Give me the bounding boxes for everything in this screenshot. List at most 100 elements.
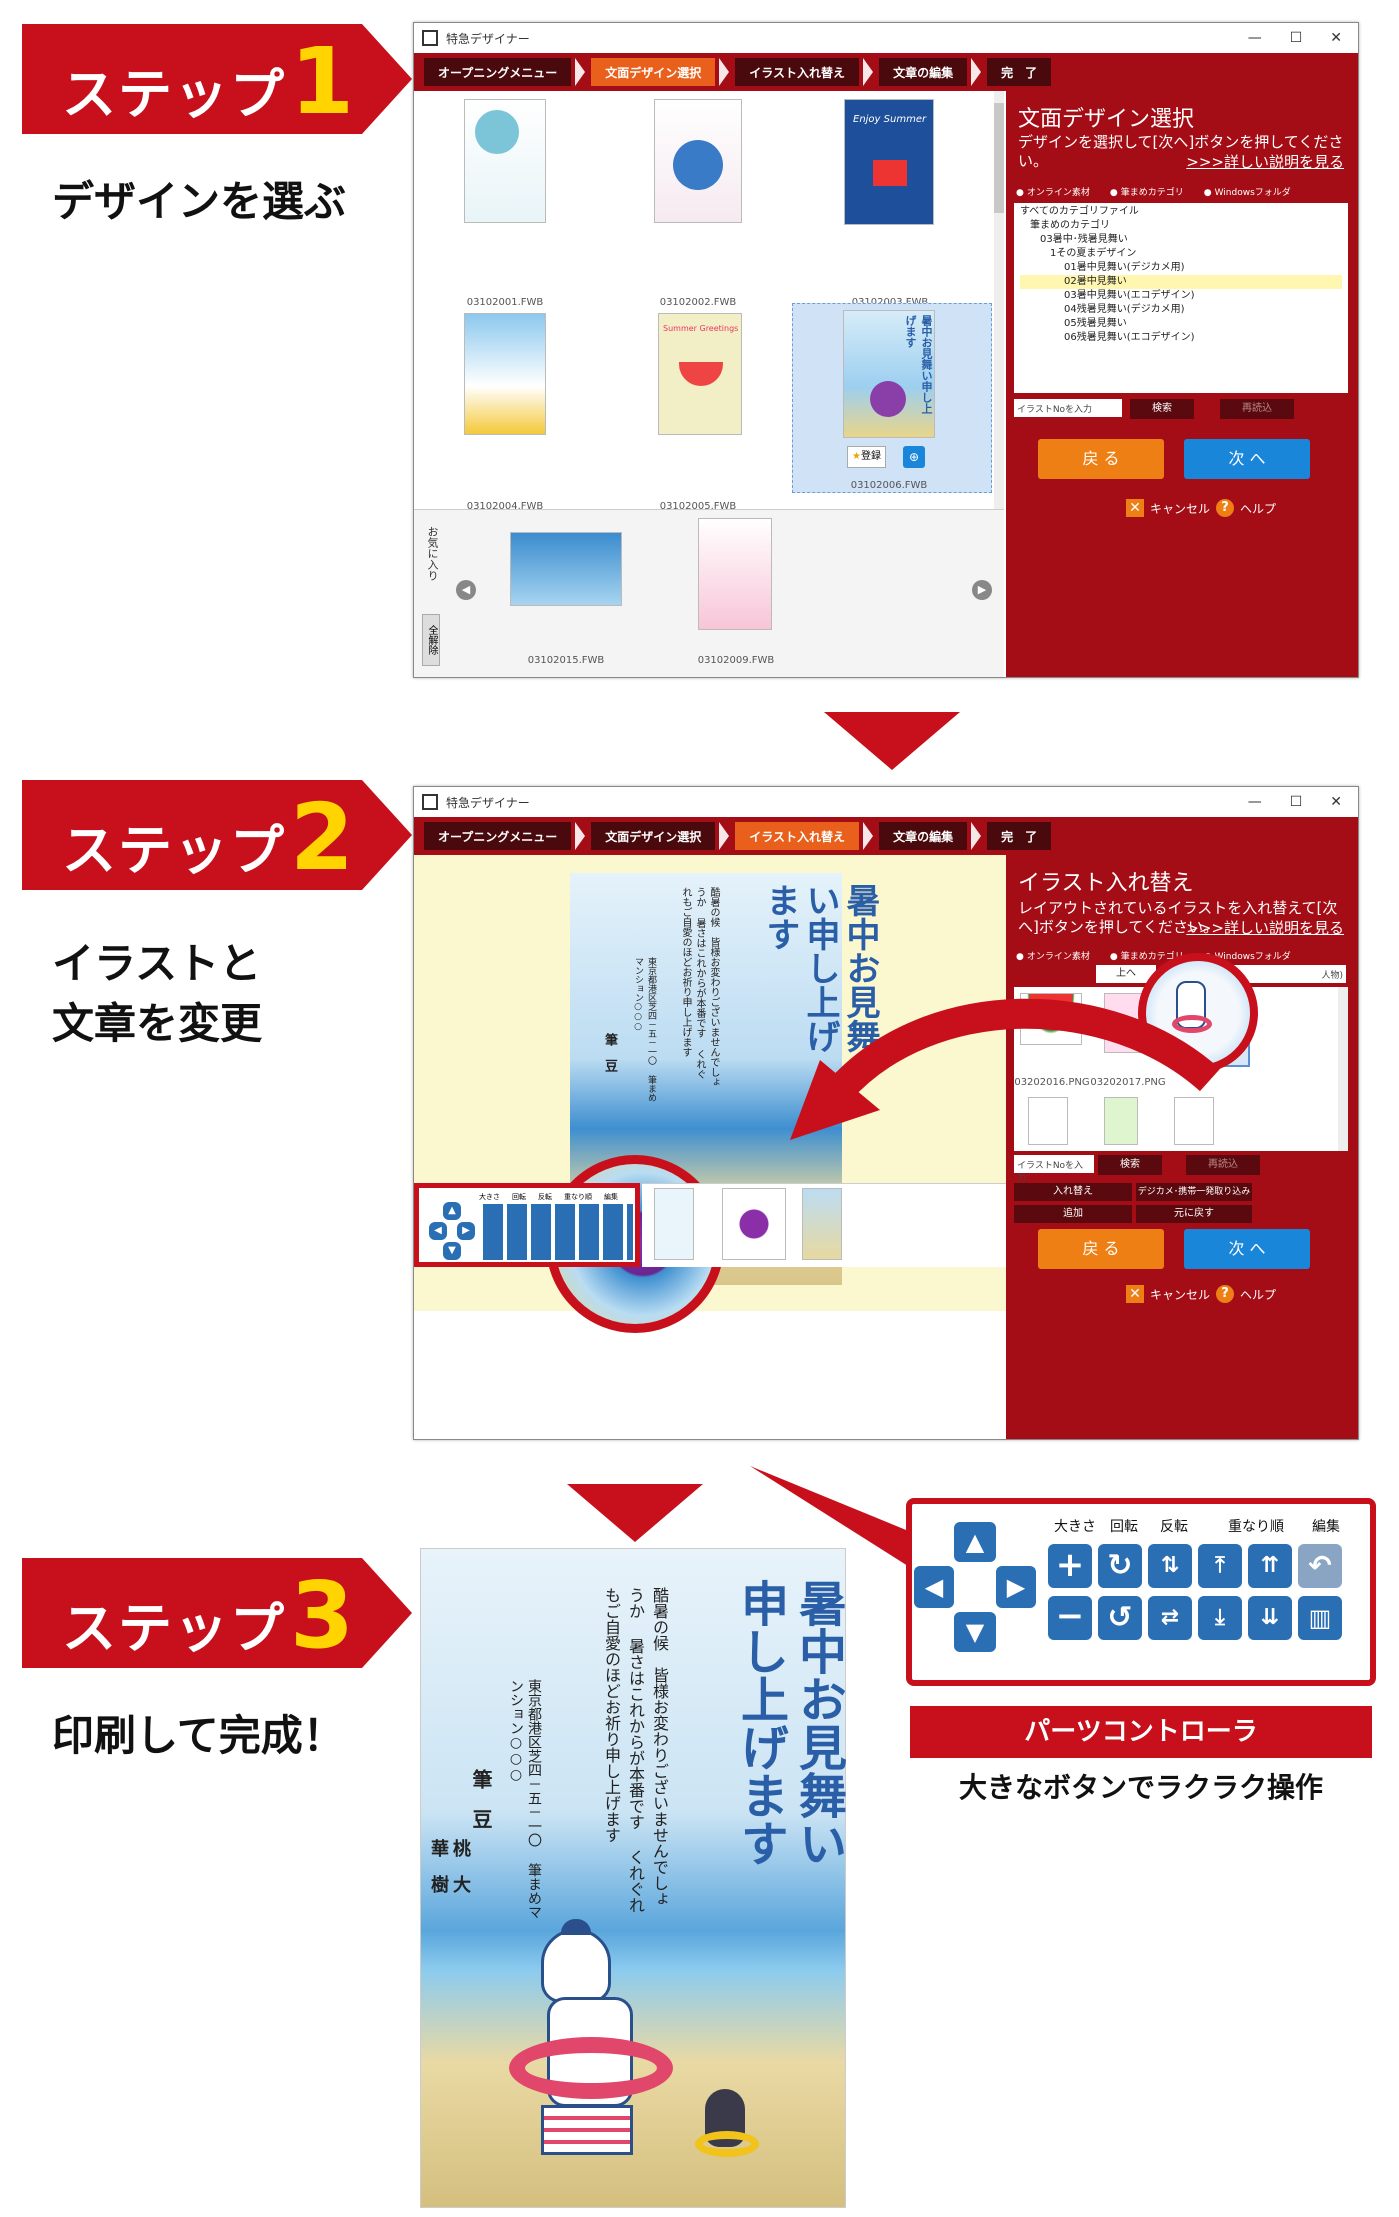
selected-design[interactable]: 暑中お見舞い申し上げます ★登録 ⊕ 03102006.FWB	[792, 303, 992, 493]
restore-button[interactable]: 元に戻す	[1136, 1205, 1252, 1223]
illust-thumb[interactable]	[1104, 1097, 1138, 1145]
shrink-icon[interactable]: −	[1048, 1596, 1092, 1640]
mini-ctrl-buttons[interactable]	[483, 1204, 633, 1260]
step-tab-opening[interactable]: オープニングメニュー	[424, 822, 586, 850]
send-backward-icon[interactable]: ⤓	[1198, 1596, 1242, 1640]
clear-all-button[interactable]: 全解除	[422, 614, 440, 666]
radio-online[interactable]: オンライン素材	[1016, 185, 1090, 198]
cancel-icon[interactable]: ✕	[1126, 1285, 1144, 1303]
zoom-icon[interactable]: ⊕	[903, 446, 925, 468]
design-thumb[interactable]	[464, 99, 546, 223]
reload-button[interactable]: 再読込	[1220, 399, 1294, 419]
next-arrow-icon[interactable]: ▶	[972, 580, 992, 600]
layer-thumb[interactable]	[802, 1188, 842, 1260]
camera-import-button[interactable]: デジカメ･携帯一発取り込み	[1136, 1183, 1252, 1201]
right-arrow-icon[interactable]: ▶	[996, 1566, 1036, 1608]
design-thumb[interactable]	[654, 99, 742, 223]
rotate-ccw-icon[interactable]: ↺	[1098, 1596, 1142, 1640]
step-tab-finish[interactable]: 完 了	[987, 58, 1052, 86]
tree-item[interactable]: 01暑中見舞い(デジカメ用)	[1064, 262, 1185, 273]
trash-icon[interactable]: ▥	[1298, 1596, 1342, 1640]
close-button[interactable]: ✕	[1330, 794, 1342, 810]
add-button[interactable]: 追加	[1014, 1205, 1132, 1223]
illust-scrollbar[interactable]	[1338, 987, 1348, 1151]
tree-item[interactable]: 1その夏まデザイン	[1050, 248, 1137, 259]
help-label[interactable]: ヘルプ	[1240, 1287, 1277, 1302]
card-name[interactable]: 筆 豆	[602, 1033, 617, 1072]
card-address[interactable]: 東京都港区芝四－五－一〇 筆まめマンション○○○	[633, 957, 656, 1102]
flip-horizontal-icon[interactable]: ⇄	[1148, 1596, 1192, 1640]
enlarge-icon[interactable]: +	[1048, 1544, 1092, 1588]
down-arrow-icon[interactable]: ▼	[954, 1612, 996, 1652]
tree-item[interactable]: 05残暑見舞い	[1064, 318, 1127, 329]
maximize-button[interactable]: ☐	[1289, 30, 1303, 46]
search-button[interactable]: 検索	[1130, 399, 1194, 419]
layer-thumb[interactable]	[722, 1188, 786, 1260]
help-icon[interactable]: ?	[1216, 499, 1235, 517]
left-arrow-icon[interactable]: ◀	[914, 1566, 954, 1608]
down-arrow-icon[interactable]: ▼	[443, 1242, 461, 1260]
rotate-cw-icon[interactable]: ↻	[1098, 1544, 1142, 1588]
left-arrow-icon[interactable]: ◀	[429, 1222, 447, 1240]
minimize-button[interactable]: —	[1247, 794, 1262, 810]
step-tab-text[interactable]: 文章の編集	[879, 58, 982, 86]
bring-front-icon[interactable]: ⇈	[1248, 1544, 1292, 1588]
flip-vertical-icon[interactable]: ⇅	[1148, 1544, 1192, 1588]
step-tab-illust[interactable]: イラスト入れ替え	[735, 822, 873, 850]
tree-item[interactable]: 03暑中見舞い(エコデザイン)	[1064, 290, 1195, 301]
cancel-label[interactable]: キャンセル	[1150, 501, 1211, 516]
right-arrow-icon[interactable]: ▶	[457, 1222, 475, 1240]
next-button[interactable]: 次 へ	[1184, 439, 1310, 479]
step-tab-finish[interactable]: 完 了	[987, 822, 1052, 850]
radio-windows[interactable]: Windowsフォルダ	[1204, 185, 1291, 198]
up-arrow-icon[interactable]: ▲	[954, 1522, 996, 1562]
illust-thumb[interactable]	[1174, 1097, 1214, 1145]
tree-item[interactable]: すべてのカテゴリファイル	[1020, 206, 1139, 217]
tree-item[interactable]: 筆まめのカテゴリ	[1030, 220, 1110, 231]
details-link[interactable]: >>>詳しい説明を見る	[1186, 919, 1344, 937]
help-label[interactable]: ヘルプ	[1240, 501, 1277, 516]
replace-button[interactable]: 入れ替え	[1014, 1183, 1132, 1201]
tree-item[interactable]: 03暑中･残暑見舞い	[1040, 234, 1128, 245]
next-button[interactable]: 次 へ	[1184, 1229, 1310, 1269]
favorite-thumb[interactable]	[510, 532, 622, 606]
prev-arrow-icon[interactable]: ◀	[456, 580, 476, 600]
step-tab-design[interactable]: 文面デザイン選択	[591, 822, 730, 850]
tree-item[interactable]: 04残暑見舞い(デジカメ用)	[1064, 304, 1185, 315]
radio-category[interactable]: 筆まめカテゴリ	[1110, 185, 1184, 198]
maximize-button[interactable]: ☐	[1289, 794, 1303, 810]
back-button[interactable]: 戻 る	[1038, 439, 1164, 479]
send-back-icon[interactable]: ⇊	[1248, 1596, 1292, 1640]
tree-item[interactable]: 06残暑見舞い(エコデザイン)	[1064, 332, 1195, 343]
details-link[interactable]: >>>詳しい説明を見る	[1186, 153, 1344, 171]
grid-scrollbar[interactable]	[994, 91, 1004, 509]
up-arrow-icon[interactable]: ▲	[443, 1202, 461, 1220]
radio-online[interactable]: オンライン素材	[1016, 949, 1090, 962]
category-tree[interactable]: すべてのカテゴリファイル 筆まめのカテゴリ 03暑中･残暑見舞い 1その夏まデザ…	[1014, 203, 1348, 393]
step-tab-opening[interactable]: オープニングメニュー	[424, 58, 586, 86]
step-tab-illust[interactable]: イラスト入れ替え	[735, 58, 873, 86]
close-button[interactable]: ✕	[1330, 30, 1342, 46]
reload-button[interactable]: 再読込	[1186, 1155, 1260, 1175]
search-input[interactable]: イラストNoを入力	[1014, 399, 1122, 417]
help-icon[interactable]: ?	[1216, 1285, 1235, 1303]
layer-thumb[interactable]	[654, 1188, 694, 1260]
design-thumb[interactable]	[464, 313, 546, 435]
favorite-thumb[interactable]	[698, 518, 772, 630]
up-folder-button[interactable]: 上へ	[1096, 965, 1156, 983]
card-title[interactable]: 暑中お見舞い申し上げます	[760, 883, 880, 1053]
design-thumb[interactable]: Enjoy Summer	[844, 99, 934, 225]
radio-windows[interactable]: Windowsフォルダ	[1204, 949, 1291, 962]
tree-item-selected[interactable]: 02暑中見舞い	[1020, 275, 1342, 289]
scrollbar-thumb[interactable]	[994, 103, 1004, 213]
undo-icon[interactable]: ↶	[1298, 1544, 1342, 1588]
step-tab-design[interactable]: 文面デザイン選択	[591, 58, 730, 86]
bring-forward-icon[interactable]: ⤒	[1198, 1544, 1242, 1588]
register-button[interactable]: ★登録	[847, 446, 886, 468]
search-button[interactable]: 検索	[1098, 1155, 1162, 1175]
back-button[interactable]: 戻 る	[1038, 1229, 1164, 1269]
minimize-button[interactable]: —	[1247, 30, 1262, 46]
design-thumb[interactable]: 暑中お見舞い申し上げます	[843, 310, 935, 438]
cancel-label[interactable]: キャンセル	[1150, 1287, 1211, 1302]
radio-category[interactable]: 筆まめカテゴリ	[1110, 949, 1184, 962]
